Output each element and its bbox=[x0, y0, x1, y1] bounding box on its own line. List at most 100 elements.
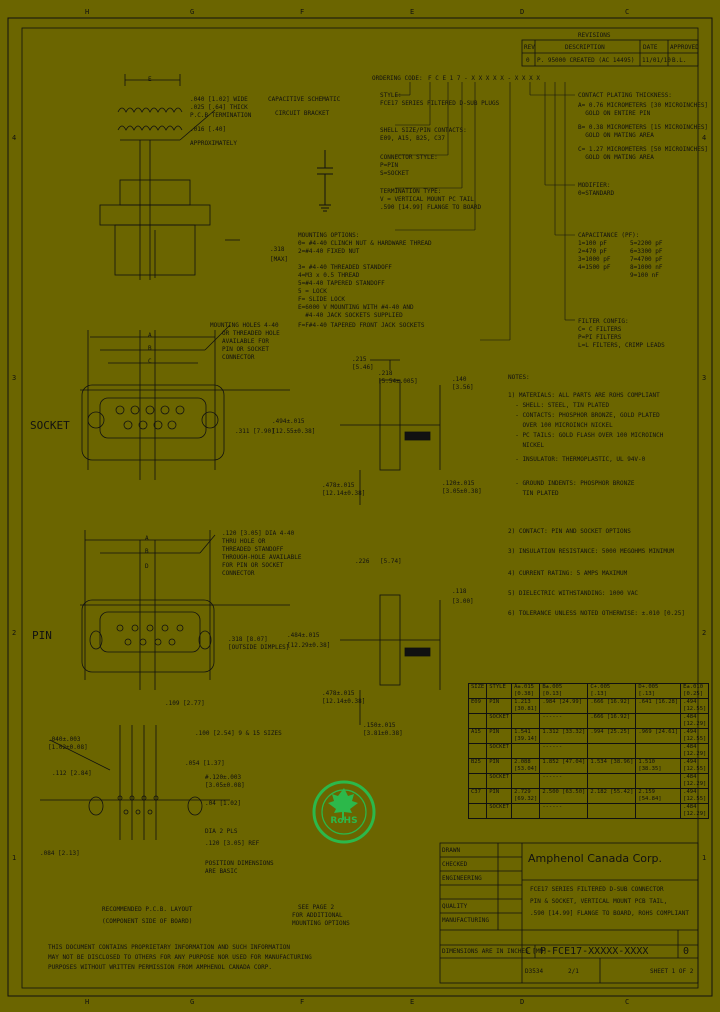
schematic-subtitle: CIRCUIT BRACKET bbox=[275, 110, 330, 117]
mounting-option: 4=M3 x 0.5 THREAD bbox=[298, 272, 360, 279]
dim-label: A bbox=[148, 332, 152, 339]
mounting-title: MOUNTING OPTIONS: bbox=[298, 232, 360, 239]
rev-code: 0 bbox=[683, 946, 690, 957]
pin-mounting-note: THRU HOLE OR bbox=[222, 538, 266, 545]
plating-option: GOLD ON MATING AREA bbox=[578, 154, 654, 161]
capacitance-option: 3=1000 pF bbox=[578, 256, 611, 263]
plating-option: GOLD ON ENTIRE PIN bbox=[578, 110, 651, 117]
zone-letter: G bbox=[190, 8, 194, 16]
revisions-title: REVISIONS bbox=[578, 32, 611, 39]
rev-cell: B.L. bbox=[672, 57, 687, 64]
zone-letter: C bbox=[625, 998, 629, 1006]
table-cell bbox=[511, 773, 541, 789]
rev-header: DESCRIPTION bbox=[565, 44, 605, 51]
zone-letter: F bbox=[300, 998, 304, 1006]
dim-label: B bbox=[148, 345, 152, 352]
pcb-dim: .04 [1.02] bbox=[205, 800, 242, 807]
termination-value: V = VERTICAL MOUNT PC TAIL bbox=[380, 196, 474, 203]
table-cell: SOCKET bbox=[486, 713, 513, 729]
socket-bottom-dim: .120±.015 bbox=[442, 480, 475, 487]
table-cell: .641 [16.28] bbox=[635, 698, 682, 714]
table-cell: 2.182 [55.42] bbox=[587, 788, 637, 804]
modifier-value: 0=STANDARD bbox=[578, 190, 615, 197]
dim-label: B bbox=[145, 548, 149, 555]
zone-number: 2 bbox=[12, 629, 16, 637]
socket-side-dim: [3.56] bbox=[452, 384, 474, 391]
cage-code: D3534 bbox=[525, 968, 544, 975]
table-header: SIZE bbox=[467, 683, 488, 699]
table-cell: .494 [12.55] bbox=[680, 698, 710, 714]
scale: 2/1 bbox=[568, 968, 579, 975]
socket-mounting-note: MOUNTING HOLES 4-40 bbox=[210, 322, 279, 329]
pcb-dim: .084 [2.13] bbox=[40, 850, 80, 857]
table-cell: ------ bbox=[539, 743, 589, 759]
zone-number: 3 bbox=[12, 374, 16, 382]
table-cell: 2.500 [63.50] bbox=[539, 788, 589, 804]
disclaimer-line: THIS DOCUMENT CONTAINS PROPRIETARY INFOR… bbox=[48, 944, 291, 951]
zone-number: 1 bbox=[702, 854, 706, 862]
table-header: E±.010 [0.25] bbox=[680, 683, 710, 699]
svg-text:RoHS: RoHS bbox=[330, 816, 357, 826]
pcb-dim: .054 [1.37] bbox=[185, 760, 225, 767]
revision-table-grid bbox=[521, 39, 699, 67]
pcb-dim: [3.05±0.08] bbox=[205, 782, 245, 789]
pin-bottom-dim: .478±.015 bbox=[322, 690, 355, 697]
table-cell bbox=[587, 803, 637, 819]
table-cell: .984 [24.99] bbox=[539, 698, 589, 714]
zone-number: 4 bbox=[702, 134, 706, 142]
table-cell bbox=[511, 803, 541, 819]
table-cell: 2.159 [54.84] bbox=[635, 788, 682, 804]
pcb-dim: POSITION DIMENSIONS bbox=[205, 860, 274, 867]
pcb-dim: #.120±.003 bbox=[205, 774, 242, 781]
zone-letter: F bbox=[300, 8, 304, 16]
table-cell bbox=[635, 803, 682, 819]
table-cell: A15 bbox=[467, 728, 488, 744]
units-note: DIMENSIONS ARE IN INCHES [MM] bbox=[442, 948, 547, 955]
note-item: - CONTACTS: PHOSPHOR BRONZE, GOLD PLATED bbox=[508, 412, 660, 419]
see-page-note: SEE PAGE 2 bbox=[298, 904, 335, 911]
dim-label: C bbox=[148, 358, 152, 365]
pin-bottom-dim: [12.14±0.38] bbox=[322, 698, 366, 705]
mounting-option: 3= #4-40 THREADED STANDOFF bbox=[298, 264, 392, 271]
table-header: B±.005 [0.13] bbox=[539, 683, 589, 699]
pcb-dim: .040±.003 bbox=[48, 736, 81, 743]
plating-option: B= 0.38 MICROMETERS [15 MICROINCHES] bbox=[578, 124, 709, 131]
table-cell: PIN bbox=[486, 698, 513, 714]
table-cell: ------ bbox=[539, 773, 589, 789]
table-cell: B25 bbox=[467, 758, 488, 774]
table-cell bbox=[635, 743, 682, 759]
table-header: A±.015 [0.38] bbox=[511, 683, 541, 699]
zone-letter: D bbox=[520, 8, 524, 16]
pcb-dim: [1.02±0.08] bbox=[48, 744, 88, 751]
note-item: 5) DIELECTRIC WITHSTANDING: 1000 VAC bbox=[508, 590, 639, 597]
pcb-dim: .109 [2.77] bbox=[165, 700, 205, 707]
approval-label: CHECKED bbox=[442, 861, 468, 868]
top-note: .040 [1.02] WIDE bbox=[190, 96, 248, 103]
table-cell: ------ bbox=[539, 713, 589, 729]
see-page-note: MOUNTING OPTIONS bbox=[292, 920, 350, 927]
socket-dim-height: [12.55±0.38] bbox=[272, 428, 316, 435]
table-cell: 1.541 [39.14] bbox=[511, 728, 541, 744]
rev-header: APPROVED bbox=[670, 44, 699, 51]
table-cell bbox=[511, 713, 541, 729]
connector-style-title: CONNECTOR STYLE: bbox=[380, 154, 438, 161]
style-value: FCE17 SERIES FILTERED D-SUB PLUGS bbox=[380, 100, 500, 107]
table-cell: .484 [12.29] bbox=[680, 713, 710, 729]
capacitance-option: 1=100 pF bbox=[578, 240, 607, 247]
table-cell: ------ bbox=[539, 803, 589, 819]
note-item: 6) TOLERANCE UNLESS NOTED OTHERWISE: ±.0… bbox=[508, 610, 686, 617]
socket-mounting-note: PIN OR SOCKET bbox=[222, 346, 269, 353]
title-description: PIN & SOCKET, VERTICAL MOUNT PCB TAIL, bbox=[530, 898, 668, 905]
termination-title: TERMINATION TYPE: bbox=[380, 188, 442, 195]
rev-header: DATE bbox=[643, 44, 658, 51]
table-cell: 1.312 [33.32] bbox=[539, 728, 589, 744]
filter-option: L=L FILTERS, CRIMP LEADS bbox=[578, 342, 665, 349]
zone-number: 4 bbox=[12, 134, 16, 142]
mounting-option: 5 = LOCK bbox=[298, 288, 327, 295]
table-cell: 1.534 [38.96] bbox=[587, 758, 637, 774]
capacitance-option: 9=100 nF bbox=[630, 272, 659, 279]
shell-size-title: SHELL SIZE/PIN CONTACTS: bbox=[380, 127, 467, 134]
pin-side-view bbox=[340, 594, 441, 725]
